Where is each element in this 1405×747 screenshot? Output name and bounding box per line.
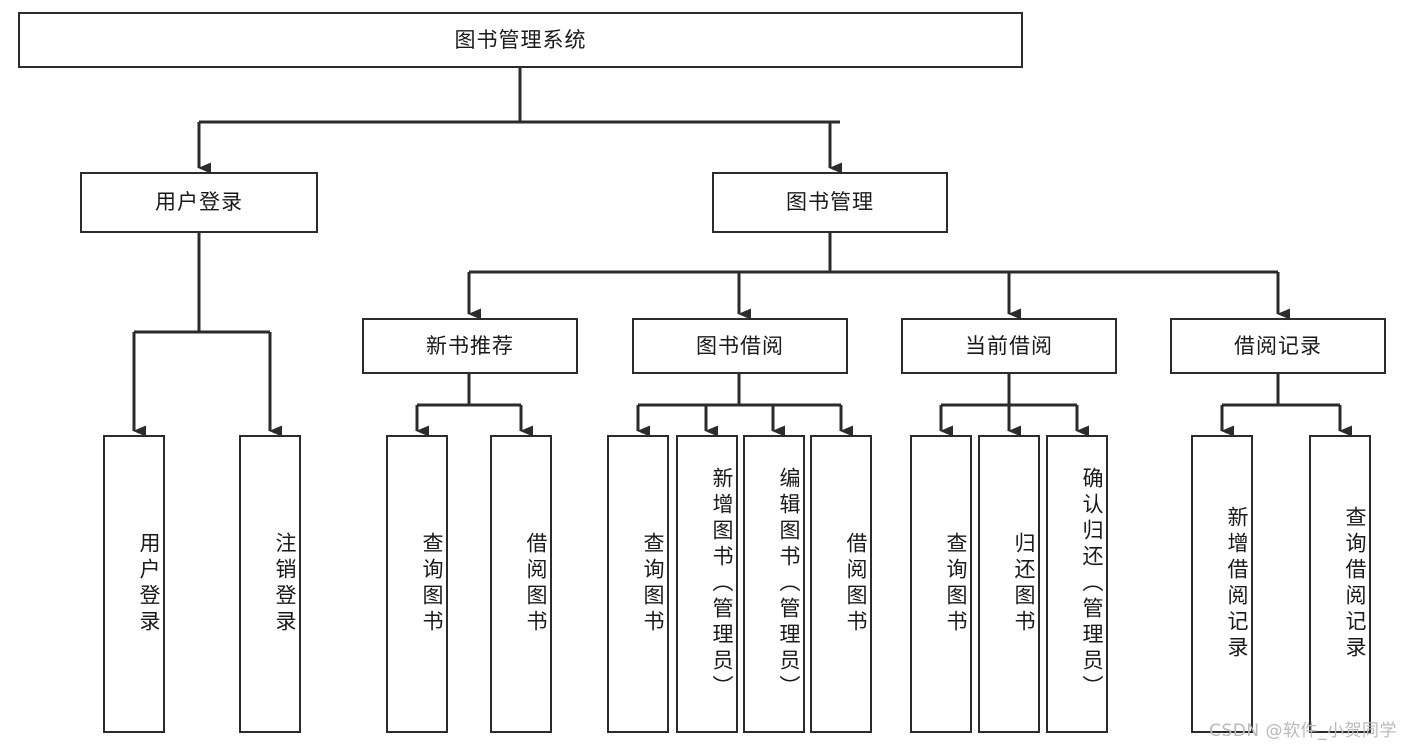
node-current-borrowing[interactable]: 当前借阅 xyxy=(901,318,1117,374)
node-label: 借阅图书 xyxy=(844,532,868,636)
node-label: 新书推荐 xyxy=(426,333,514,358)
node-label: 图书管理 xyxy=(786,190,874,215)
node-label: 确认归还（管理员） xyxy=(1080,467,1104,701)
node-label: 借阅记录 xyxy=(1234,333,1322,358)
node-label: 用户登录 xyxy=(155,190,243,215)
node-label: 注销登录 xyxy=(273,532,297,636)
node-label: 当前借阅 xyxy=(965,333,1053,358)
node-label: 新增图书（管理员） xyxy=(710,467,734,701)
leaf-node-query-borrow-record[interactable]: 查询借阅记录 xyxy=(1309,435,1371,733)
leaf-node-add-borrow-record[interactable]: 新增借阅记录 xyxy=(1191,435,1253,733)
node-book-borrowing[interactable]: 图书借阅 xyxy=(632,318,848,374)
node-label: 图书借阅 xyxy=(696,333,784,358)
leaf-node-return-book[interactable]: 归还图书 xyxy=(978,435,1040,733)
node-label: 查询借阅记录 xyxy=(1343,506,1367,662)
node-label: 查询图书 xyxy=(944,532,968,636)
leaf-node-query-book-recommend[interactable]: 查询图书 xyxy=(386,435,448,733)
node-label: 归还图书 xyxy=(1012,532,1036,636)
leaf-node-add-book-admin[interactable]: 新增图书（管理员） xyxy=(676,435,738,733)
node-book-management[interactable]: 图书管理 xyxy=(712,172,948,233)
node-label: 图书管理系统 xyxy=(454,27,587,52)
csdn-watermark: CSDN @软件_小贺同学 xyxy=(1209,721,1397,741)
node-label: 新增借阅记录 xyxy=(1225,506,1249,662)
node-new-book-recommendation[interactable]: 新书推荐 xyxy=(362,318,578,374)
leaf-node-query-book-current[interactable]: 查询图书 xyxy=(910,435,972,733)
leaf-node-query-book-borrow[interactable]: 查询图书 xyxy=(607,435,669,733)
node-user-login[interactable]: 用户登录 xyxy=(80,172,318,233)
leaf-node-logout[interactable]: 注销登录 xyxy=(239,435,301,733)
leaf-node-borrow-book-recommend[interactable]: 借阅图书 xyxy=(490,435,552,733)
node-root-book-management-system[interactable]: 图书管理系统 xyxy=(18,12,1023,68)
leaf-node-edit-book-admin[interactable]: 编辑图书（管理员） xyxy=(743,435,805,733)
node-label: 借阅图书 xyxy=(524,532,548,636)
node-borrowing-records[interactable]: 借阅记录 xyxy=(1170,318,1386,374)
node-label: 查询图书 xyxy=(641,532,665,636)
leaf-node-user-login[interactable]: 用户登录 xyxy=(103,435,165,733)
node-label: 用户登录 xyxy=(137,532,161,636)
leaf-node-borrow-book[interactable]: 借阅图书 xyxy=(810,435,872,733)
node-label: 编辑图书（管理员） xyxy=(777,467,801,701)
leaf-node-confirm-return-admin[interactable]: 确认归还（管理员） xyxy=(1046,435,1108,733)
node-label: 查询图书 xyxy=(420,532,444,636)
